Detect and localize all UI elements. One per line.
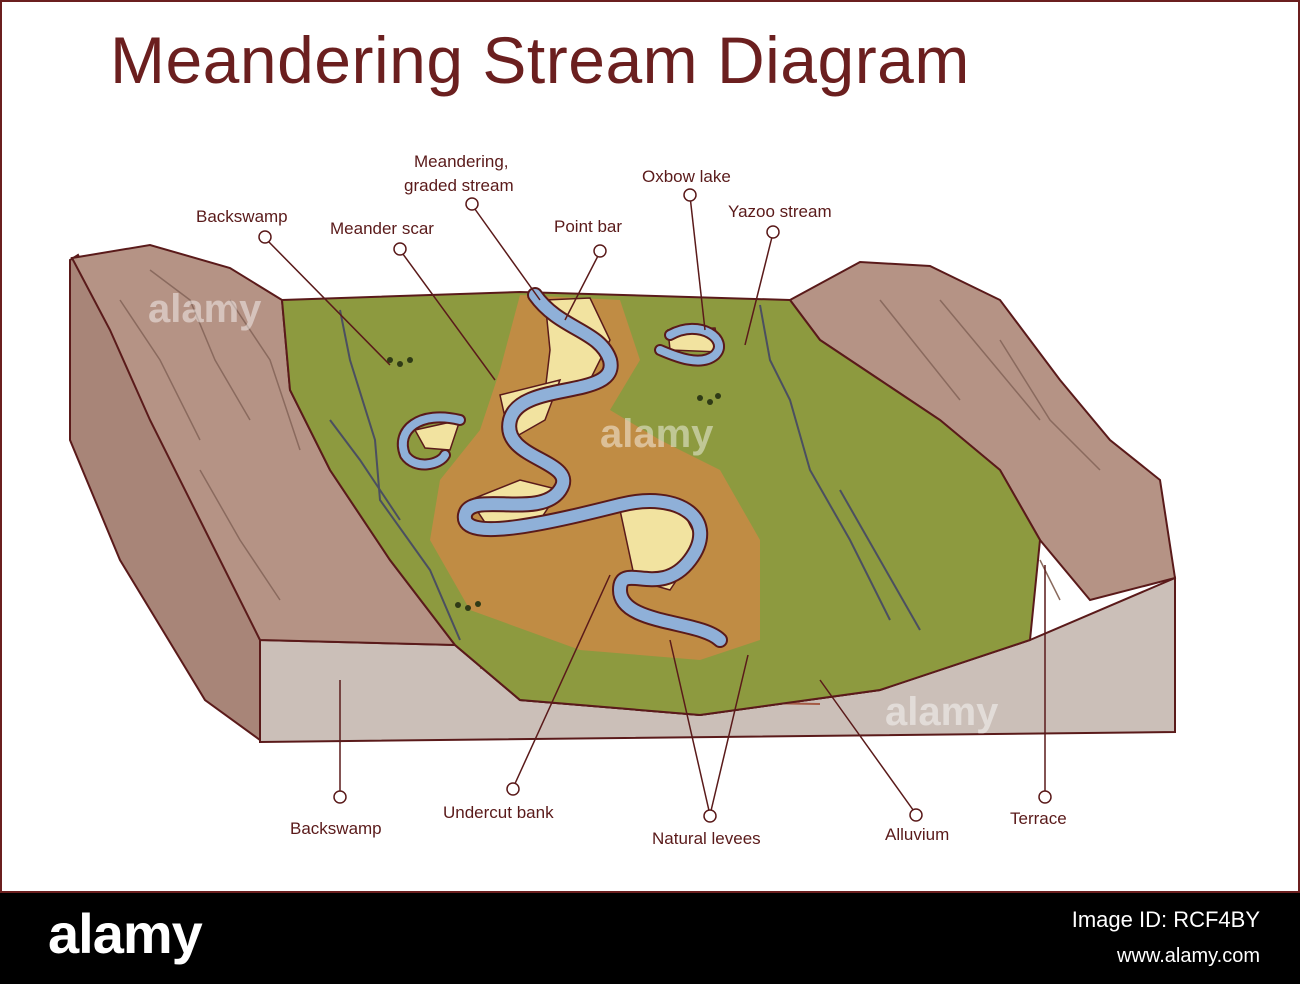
label-undercut-bank: Undercut bank — [443, 803, 554, 822]
footer-image-id: Image ID: RCF4BY — [1072, 907, 1260, 933]
label-alluvium: Alluvium — [885, 825, 949, 844]
footer-url[interactable]: www.alamy.com — [1117, 945, 1260, 968]
stock-footer: alamy Image ID: RCF4BY www.alamy.com — [0, 893, 1300, 984]
label-oxbow-lake: Oxbow lake — [642, 167, 731, 186]
label-backswamp-bottom: Backswamp — [290, 819, 382, 838]
label-yazoo-stream: Yazoo stream — [728, 202, 832, 221]
label-meandering-line2: graded stream — [404, 176, 514, 195]
label-natural-levees: Natural levees — [652, 829, 761, 848]
label-meandering-line1: Meandering, — [414, 152, 509, 171]
watermark-text: alamy — [885, 690, 999, 734]
watermark-text: alamy — [148, 287, 262, 331]
footer-logo: alamy — [48, 901, 202, 966]
label-meander-scar: Meander scar — [330, 219, 434, 238]
label-terrace: Terrace — [1010, 809, 1067, 828]
label-backswamp-top: Backswamp — [196, 207, 288, 226]
watermark-text: alamy — [600, 412, 714, 456]
stream-diagram: alamy alamy alamy Backswamp Meander sca — [0, 0, 1300, 893]
label-point-bar: Point bar — [554, 217, 622, 236]
